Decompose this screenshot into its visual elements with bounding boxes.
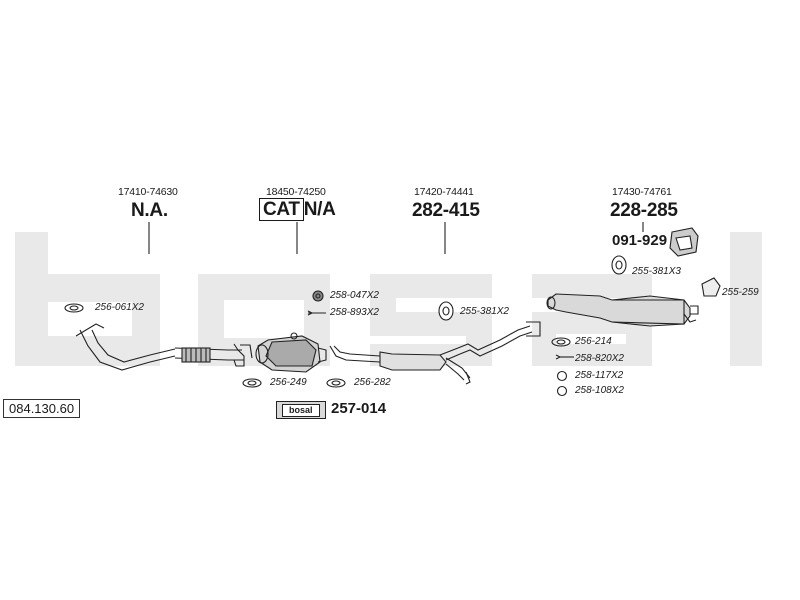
ref-rear-washer: 258-108X2 [575, 385, 624, 396]
part-code-rear: 228-285 [610, 200, 678, 221]
gasket-icon-rear [551, 337, 571, 347]
gasket-icon-cat-in [242, 378, 262, 388]
bracket-code: 091-929 [612, 232, 668, 249]
ref-rear-bolt: 258-820X2 [575, 353, 624, 364]
part-code-front-pipe: N.A. [131, 200, 168, 221]
rubber-hanger-icon-middle [438, 301, 454, 321]
oe-number-cat: 18450-74250 [266, 186, 326, 198]
ref-front-gasket: 256-061X2 [95, 302, 144, 313]
bracket-icon [669, 227, 699, 257]
ref-cat-bolt: 258-047X2 [330, 290, 379, 301]
part-code-middle: 282-415 [412, 200, 480, 221]
kit-code: 257-014 [331, 400, 387, 417]
ref-cat-gasket-in: 256-249 [270, 377, 307, 388]
kit-box: bosal [276, 401, 326, 419]
gasket-icon-cat-out [326, 378, 346, 388]
bosal-badge: bosal [282, 403, 320, 417]
gasket-icon-front [64, 303, 84, 313]
rubber-hanger-icon-rear [611, 255, 627, 275]
rear-muffler [546, 293, 699, 327]
ref-rear-clamp: 255-259 [722, 287, 759, 298]
ref-cat-spring: 258-893X2 [330, 307, 379, 318]
ref-middle-rubber: 255-381X2 [460, 306, 509, 317]
ref-rear-nut: 258-117X2 [575, 370, 624, 381]
front-pipe [75, 323, 253, 371]
ref-rear-gasket: 256-214 [575, 336, 612, 347]
ref-cat-gasket-out: 256-282 [354, 377, 391, 388]
part-code-cat: N/A [303, 199, 336, 220]
nut-icon-rear [556, 370, 568, 382]
oe-number-front-pipe: 17410-74630 [118, 186, 178, 198]
ref-rear-rubber: 255-381X3 [632, 266, 681, 277]
middle-pipe [329, 321, 541, 385]
catalog-number: 084.130.60 [3, 399, 81, 418]
cat-label: CAT [259, 198, 304, 221]
oe-number-middle: 17420-74441 [414, 186, 474, 198]
catalytic-converter [255, 332, 327, 373]
bolt-icon-cat [312, 290, 324, 302]
oe-number-rear: 17430-74761 [612, 186, 672, 198]
washer-icon-rear [556, 385, 568, 397]
clamp-icon [701, 277, 721, 297]
